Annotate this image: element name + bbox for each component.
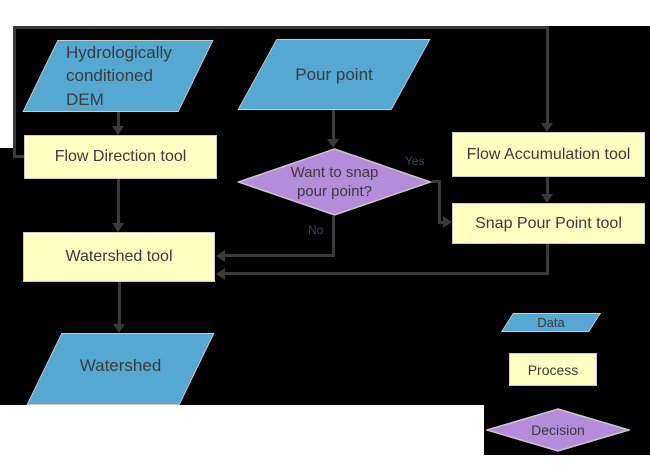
legend-decision-shape [486, 408, 630, 452]
connector-dem-to-flow-direction [117, 112, 120, 126]
watershed-tool-label: Watershed tool [65, 248, 173, 265]
flow-accumulation-label: Flow Accumulation tool [466, 145, 631, 163]
connector-to-flow-accumulation [546, 26, 549, 123]
edge-label-no: No [308, 223, 324, 237]
node-snap-pour-point-box: Snap Pour Point tool [452, 203, 645, 244]
connector-top-horizontal [13, 26, 549, 29]
node-dem-parallelogram: Hydrologically conditioned DEM [22, 40, 214, 112]
connector-no-vertical [332, 216, 335, 257]
connector-snap-to-watershed-tool [225, 272, 549, 275]
arrowhead-watershed-tool-top [112, 223, 124, 232]
legend-decision-label-wrap: Decision [486, 408, 630, 452]
pour-point-label: Pour point [295, 64, 373, 84]
connector-watershed-tool-to-watershed [118, 282, 121, 324]
connector-flow-accumulation-to-snap [546, 177, 549, 194]
connector-snap-down [546, 244, 549, 275]
legend-decision-label: Decision [531, 422, 585, 438]
flow-direction-label: Flow Direction tool [54, 148, 187, 165]
connector-yes-horizontal-2 [438, 221, 444, 224]
arrowhead-watershed-tool-right-lower [216, 268, 225, 280]
connector-no-horizontal [225, 254, 335, 257]
dem-label-line1: Hydrologically [66, 42, 172, 62]
arrowhead-flow-accumulation [541, 123, 553, 132]
legend-process-shape: Process [509, 353, 597, 386]
legend-decision-diamond-shape [486, 408, 630, 452]
arrowhead-decision-top [327, 139, 339, 148]
arrowhead-watershed [113, 324, 125, 333]
dem-label-line3: DEM [66, 89, 104, 109]
node-pour-point-parallelogram: Pour point [237, 39, 431, 110]
connector-left-vertical [13, 26, 16, 157]
node-flow-accumulation-box: Flow Accumulation tool [452, 132, 645, 177]
decision-label-line2: pour point? [296, 183, 373, 200]
edge-label-yes: Yes [405, 154, 425, 168]
arrowhead-snap-left [443, 216, 452, 228]
arrowhead-watershed-tool-right-upper [216, 250, 225, 262]
dem-label-line2: conditioned [66, 66, 153, 86]
node-flow-direction-box: Flow Direction tool [24, 135, 217, 179]
legend-process-label: Process [527, 361, 579, 378]
node-watershed-parallelogram: Watershed [26, 333, 215, 405]
snap-pour-point-label: Snap Pour Point tool [475, 214, 622, 232]
node-decision-diamond [237, 148, 432, 216]
connector-yes-vertical [438, 180, 441, 223]
decision-label: Want to snap pour point? [252, 153, 417, 211]
legend-data-shape: Data [500, 313, 602, 332]
connector-yes-horizontal-1 [432, 180, 441, 183]
decision-label-line1: Want to snap [290, 164, 379, 181]
arrowhead-snap-top [541, 194, 553, 203]
watershed-output-label: Watershed [79, 356, 162, 375]
decision-diamond-shape [237, 148, 432, 216]
node-watershed-tool-box: Watershed tool [23, 232, 215, 282]
connector-flow-direction-to-watershed-tool [117, 179, 120, 223]
connector-flow-direction-stub [13, 155, 24, 158]
connector-pour-point-to-decision [332, 110, 335, 139]
legend-data-label: Data [537, 315, 565, 330]
arrowhead-flow-direction [112, 126, 124, 135]
